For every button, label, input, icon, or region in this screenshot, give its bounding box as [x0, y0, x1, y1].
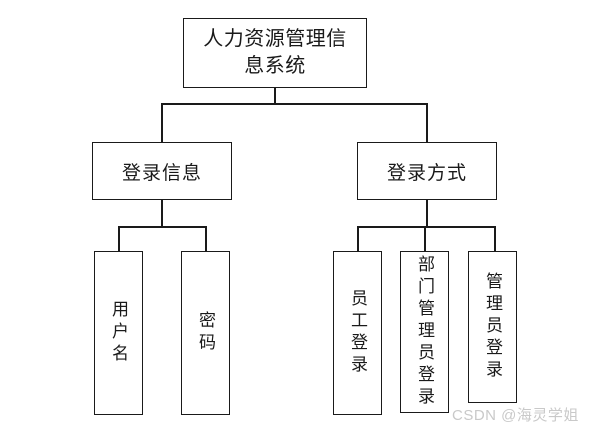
node-login-method-label: 登录方式 — [386, 162, 467, 184]
connector-root-stem — [274, 88, 276, 105]
node-login-info-label: 登录信息 — [121, 162, 202, 184]
node-admin-login: 管理员登录 — [468, 251, 517, 403]
node-password: 密码 — [181, 251, 230, 415]
connector-password-drop — [205, 226, 207, 252]
connector-level2-drop-left — [161, 103, 163, 143]
connector-username-drop — [118, 226, 120, 252]
connector-dept-admin-login-drop — [424, 226, 426, 252]
node-login-info: 登录信息 — [92, 142, 232, 200]
connector-login-info-bus — [118, 226, 207, 228]
node-username-label: 用户名 — [109, 300, 128, 366]
connector-admin-login-drop — [494, 226, 496, 252]
node-employee-login-label: 员工登录 — [348, 289, 367, 377]
node-username: 用户名 — [94, 251, 143, 415]
node-department-admin-login-label: 部门管理员登录 — [415, 255, 434, 409]
connector-employee-login-drop — [357, 226, 359, 252]
node-root-label: 人力资源管理信息系统 — [203, 28, 347, 77]
node-admin-login-label: 管理员登录 — [483, 272, 502, 382]
node-login-method: 登录方式 — [357, 142, 497, 200]
connector-login-method-bus — [357, 226, 496, 228]
node-department-admin-login: 部门管理员登录 — [400, 251, 449, 413]
connector-login-info-stem — [161, 200, 163, 228]
node-password-label: 密码 — [196, 311, 215, 355]
connector-level2-bus — [161, 103, 428, 105]
csdn-watermark: CSDN @海灵学姐 — [452, 407, 579, 424]
node-employee-login: 员工登录 — [333, 251, 382, 415]
connector-login-method-stem — [426, 200, 428, 228]
connector-level2-drop-right — [426, 103, 428, 143]
node-root-system: 人力资源管理信息系统 — [183, 18, 367, 88]
